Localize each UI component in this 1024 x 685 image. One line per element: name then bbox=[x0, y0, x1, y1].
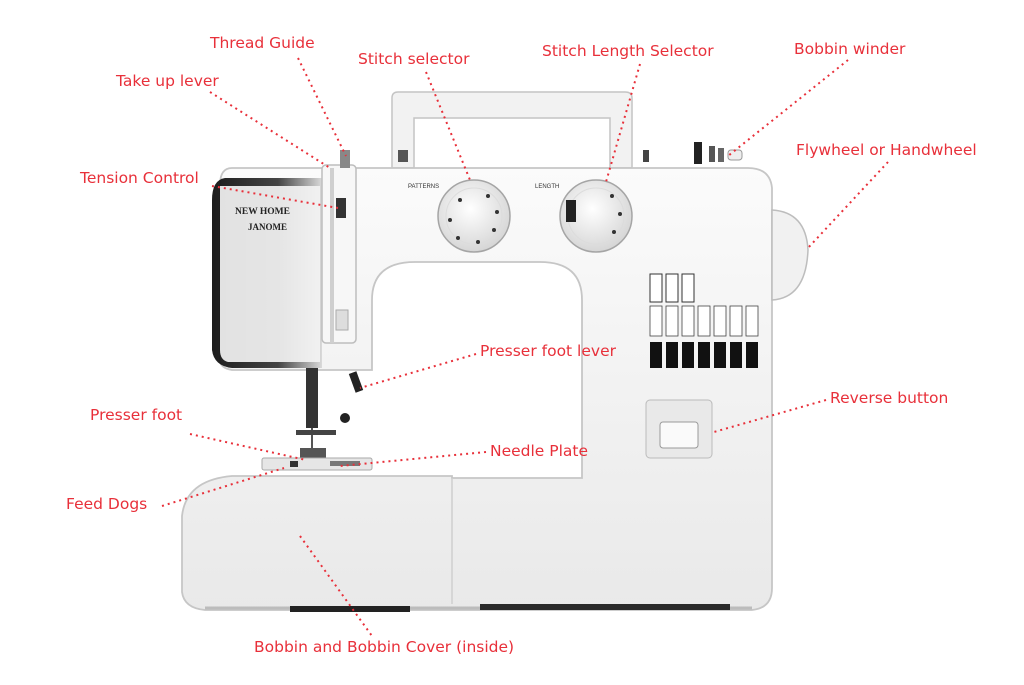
label-feed-dogs: Feed Dogs bbox=[66, 495, 148, 513]
leader-lines bbox=[161, 57, 889, 637]
brand-line2-text: JANOME bbox=[248, 222, 287, 232]
leader-reverse-button bbox=[713, 399, 827, 433]
stitch-chart-panel bbox=[649, 273, 759, 368]
flywheel-shape bbox=[771, 209, 809, 301]
leader-stitch-selector bbox=[425, 71, 471, 181]
leader-presser-foot bbox=[189, 433, 307, 461]
label-thread-guide: Thread Guide bbox=[210, 34, 315, 52]
base-foot-left bbox=[290, 606, 410, 612]
leader-bobbin-cover bbox=[299, 535, 373, 637]
label-presser-foot-lever: Presser foot lever bbox=[480, 342, 616, 360]
label-needle-plate: Needle Plate bbox=[490, 442, 589, 460]
carry-handle bbox=[391, 91, 633, 169]
bobbin-winder-spindle bbox=[643, 142, 743, 164]
leader-flywheel bbox=[807, 161, 889, 249]
label-tension-control: Tension Control bbox=[80, 169, 199, 187]
label-stitch-selector: Stitch selector bbox=[358, 50, 470, 68]
reverse-button-shape bbox=[645, 399, 713, 459]
dial-left-caption: PATTERNS bbox=[408, 184, 439, 190]
label-reverse-button: Reverse button bbox=[830, 389, 949, 407]
leader-bobbin-winder bbox=[727, 59, 849, 157]
leader-stitch-length bbox=[605, 63, 641, 183]
stitch-selector-dial bbox=[437, 179, 511, 253]
needle-plate-shape bbox=[261, 457, 373, 471]
tension-column bbox=[321, 150, 357, 344]
brand-line1-text: NEW HOME bbox=[235, 207, 290, 217]
leader-take-up-lever bbox=[209, 91, 331, 169]
leader-needle-plate bbox=[339, 451, 487, 467]
dial-right-caption: LENGTH bbox=[535, 184, 559, 190]
label-bobbin-cover: Bobbin and Bobbin Cover (inside) bbox=[254, 638, 515, 656]
label-flywheel: Flywheel or Handwheel bbox=[796, 141, 977, 159]
label-presser-foot: Presser foot bbox=[90, 406, 183, 424]
label-take-up-lever: Take up lever bbox=[116, 72, 219, 90]
label-stitch-length-selector: Stitch Length Selector bbox=[542, 42, 714, 60]
leader-presser-foot-lever bbox=[359, 353, 477, 389]
stitch-length-dial bbox=[559, 179, 633, 253]
base-foot-right bbox=[480, 604, 730, 610]
label-bobbin-winder: Bobbin winder bbox=[794, 40, 906, 58]
leader-thread-guide bbox=[297, 57, 347, 157]
needle-assembly bbox=[296, 368, 364, 458]
